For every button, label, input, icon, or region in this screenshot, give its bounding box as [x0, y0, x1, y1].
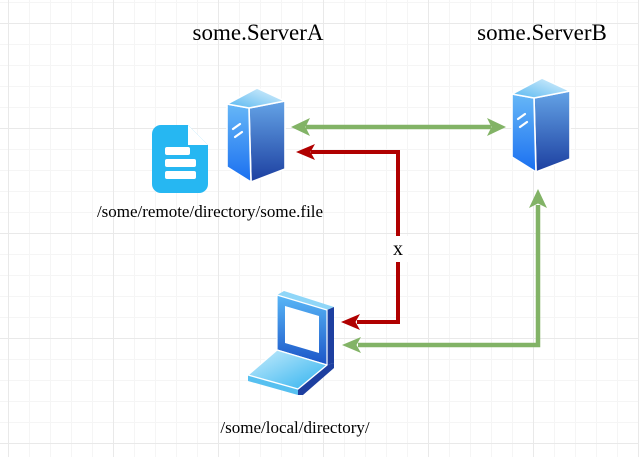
connector-line[interactable] — [358, 205, 541, 348]
arrowhead-left-icon — [291, 118, 310, 136]
server-b-title: some.ServerB — [477, 20, 607, 45]
connector-localmachine-serverb[interactable] — [342, 189, 547, 353]
node-remote-file[interactable] — [152, 125, 208, 193]
connector-servera-serverb[interactable] — [291, 118, 506, 136]
arrowhead-left-icon — [341, 314, 360, 330]
remote-file-path-label: /some/remote/directory/some.file — [96, 202, 324, 221]
server-icon — [225, 86, 287, 184]
local-path-label: /some/local/directory/ — [220, 418, 370, 437]
arrowhead-left-icon — [296, 144, 315, 160]
file-icon — [152, 125, 208, 193]
node-server-b[interactable] — [509, 74, 577, 176]
arrowhead-left-icon — [342, 337, 361, 353]
node-server-a[interactable] — [224, 84, 292, 186]
server-a-title: some.ServerA — [192, 20, 324, 45]
laptop-icon — [247, 291, 334, 395]
arrowhead-up-icon — [529, 189, 547, 208]
arrowhead-right-icon — [487, 118, 506, 136]
blocked-connector-label: x — [388, 236, 408, 262]
node-local-machine[interactable] — [245, 288, 340, 396]
server-icon — [510, 76, 572, 174]
